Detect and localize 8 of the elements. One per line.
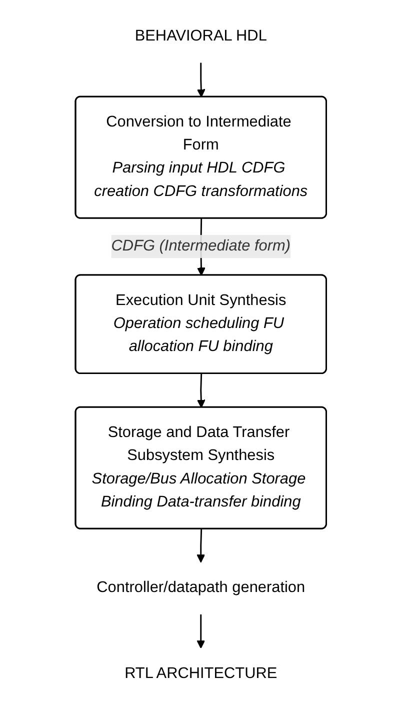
arrow — [196, 614, 205, 649]
arrow — [196, 62, 205, 98]
arrow — [196, 374, 205, 408]
node-text: BEHAVIORAL HDL — [134, 28, 267, 44]
node-text: Controller/datapath generation — [96, 580, 305, 596]
edge-label: CDFG (Intermediate form) — [110, 238, 290, 254]
arrow — [196, 529, 205, 563]
node-text: RTL ARCHITECTURE — [124, 666, 277, 682]
